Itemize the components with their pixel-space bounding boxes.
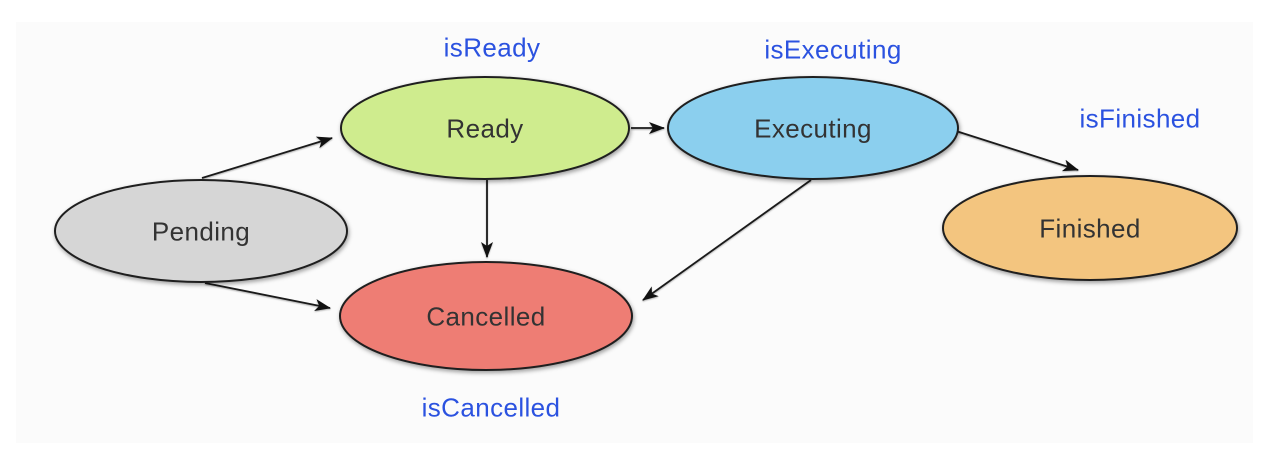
state-node-executing xyxy=(667,76,959,180)
transition-arrow-pending-to-ready xyxy=(201,136,333,179)
state-node-finished xyxy=(942,175,1238,281)
state-label-executing: Executing xyxy=(754,113,872,144)
condition-label-isexecuting: isExecuting xyxy=(764,34,902,65)
condition-label-isfinished: isFinished xyxy=(1079,103,1201,134)
state-label-cancelled: Cancelled xyxy=(426,301,546,332)
transition-arrow-executing-to-cancelled xyxy=(642,179,812,301)
state-node-ready xyxy=(340,76,630,180)
condition-label-isready: isReady xyxy=(443,32,541,63)
state-label-pending: Pending xyxy=(151,216,251,247)
state-label-ready: Ready xyxy=(446,113,524,144)
transition-arrow-pending-to-cancelled xyxy=(204,282,331,311)
transition-arrow-executing-to-finished xyxy=(955,130,1079,172)
state-label-finished: Finished xyxy=(1039,213,1141,244)
state-node-pending xyxy=(54,179,348,283)
state-node-cancelled xyxy=(339,261,633,371)
condition-label-iscancelled: isCancelled xyxy=(421,392,561,423)
